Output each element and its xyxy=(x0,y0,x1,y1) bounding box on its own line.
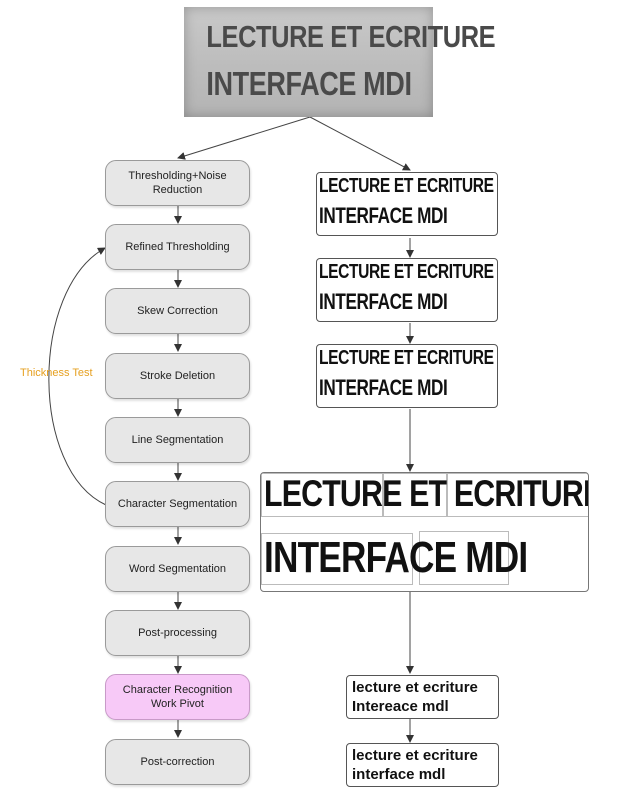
step-character-segmentation: Character Segmentation xyxy=(105,481,250,527)
step-label: Word Segmentation xyxy=(128,563,227,575)
step-post-processing: Post-processing xyxy=(105,610,250,656)
step-label: Work Pivot xyxy=(151,698,204,710)
corrected-output: lecture et ecriture interface mdl xyxy=(346,743,499,787)
step-label: Character Segmentation xyxy=(117,498,238,510)
segment-box xyxy=(419,531,509,585)
sample-line-2: INTERFACE MDI xyxy=(319,289,448,314)
sample-line-1: LECTURE ET ECRITURE xyxy=(319,261,494,283)
segmented-sample: LECTURE ET ECRITURE INTERFACE MDI xyxy=(260,472,589,592)
source-line-1: LECTURE ET ECRITURE xyxy=(206,19,496,54)
recognition-output: lecture et ecriture Intereace mdl xyxy=(346,675,499,719)
step-refined-thresholding: Refined Thresholding xyxy=(105,224,250,270)
step-label: Stroke Deletion xyxy=(139,370,216,382)
output-line-1: lecture et ecriture xyxy=(352,679,478,696)
sample-line-2: INTERFACE MDI xyxy=(319,375,448,400)
segmented-line-1: LECTURE ET ECRITURE xyxy=(264,473,589,514)
binarized-sample-1: LECTURE ET ECRITURE INTERFACE MDI xyxy=(316,172,498,236)
step-label: Post-correction xyxy=(140,756,215,768)
output-line-2: interface mdl xyxy=(352,766,446,783)
sample-line-1: LECTURE ET ECRITURE xyxy=(319,347,494,369)
binarized-sample-2: LECTURE ET ECRITURE INTERFACE MDI xyxy=(316,258,498,322)
step-label: Reduction xyxy=(152,184,203,196)
step-label: Refined Thresholding xyxy=(125,241,230,253)
binarized-sample-3: LECTURE ET ECRITURE INTERFACE MDI xyxy=(316,344,498,408)
segment-box xyxy=(261,533,413,585)
arrow-photo-to-samples xyxy=(309,116,411,171)
sample-line-2: INTERFACE MDI xyxy=(319,203,448,228)
arrow-photo-to-steps xyxy=(177,116,311,160)
thickness-test-label: Thickness Test xyxy=(20,367,93,379)
output-line-2: Intereace mdl xyxy=(352,698,449,715)
step-stroke-deletion: Stroke Deletion xyxy=(105,353,250,399)
step-post-correction: Post-correction xyxy=(105,739,250,785)
step-label: Character Recognition xyxy=(122,684,233,696)
step-label: Thresholding+Noise xyxy=(128,170,227,182)
step-skew-correction: Skew Correction xyxy=(105,288,250,334)
step-label: Line Segmentation xyxy=(131,434,224,446)
step-label: Skew Correction xyxy=(137,305,218,317)
source-line-2: INTERFACE MDI xyxy=(206,65,412,102)
step-word-segmentation: Word Segmentation xyxy=(105,546,250,592)
sample-line-1: LECTURE ET ECRITURE xyxy=(319,175,494,197)
loop-arrow xyxy=(48,247,107,506)
segment-box xyxy=(261,473,383,517)
step-line-segmentation: Line Segmentation xyxy=(105,417,250,463)
source-photo: LECTURE ET ECRITURE INTERFACE MDI xyxy=(184,7,496,117)
output-line-1: lecture et ecriture xyxy=(352,747,478,764)
segment-box xyxy=(447,473,588,517)
step-label: Post-processing xyxy=(138,627,217,639)
segment-box xyxy=(383,473,447,517)
segmented-line-2: INTERFACE MDI xyxy=(264,533,528,582)
